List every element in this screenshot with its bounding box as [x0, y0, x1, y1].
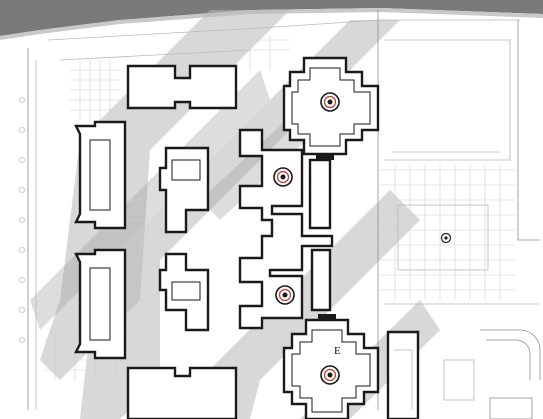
tree-dots: [19, 97, 25, 343]
dome-circle-2: [273, 167, 293, 187]
dome-circle-3: [275, 285, 295, 305]
building-bottom-bar: [126, 366, 238, 419]
building-mid-lower: [158, 252, 210, 332]
dome-circle-1: [320, 92, 340, 112]
building-top-bar: [126, 64, 238, 110]
building-left-upper: [74, 120, 127, 230]
site-boundary: [27, 10, 540, 410]
road-top: [0, 0, 543, 40]
label-e: E: [334, 345, 341, 357]
dome-circle-4: [320, 365, 340, 385]
plaza-marker-circle: [440, 232, 452, 244]
building-mid-upper: [158, 146, 210, 234]
dome-circles: [273, 92, 452, 385]
building-left-lower: [74, 248, 127, 360]
building-right-lower: [386, 329, 541, 419]
